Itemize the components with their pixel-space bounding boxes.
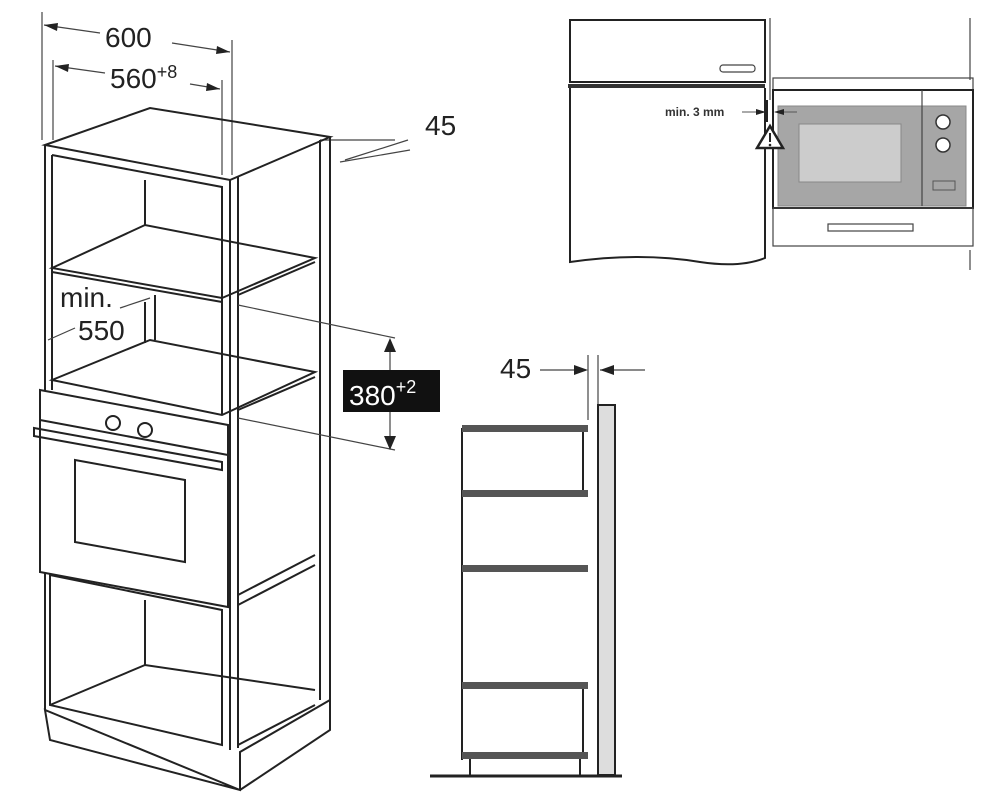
tall-cabinet: 600 560+8 45 min. 550 [33, 12, 456, 792]
depth-offset-label: 45 [425, 110, 456, 141]
niche-height-label: 380+2 [349, 377, 416, 411]
side-offset-label: 45 [500, 353, 531, 384]
oven [39, 388, 229, 609]
niche-height-badge [343, 370, 440, 412]
microwave-window [798, 123, 902, 183]
oven-knob [137, 422, 153, 438]
wall-unit-microwave-view: min. 3 mm [568, 18, 974, 270]
min-gap-label: min. 3 mm [665, 105, 724, 119]
niche-width-label: 560+8 [110, 62, 177, 94]
side-panel [597, 404, 616, 776]
min-label: min. [60, 282, 113, 313]
oven-knob [105, 415, 121, 431]
warning-triangle-icon [754, 123, 786, 150]
oven-window [74, 458, 186, 564]
width-label: 600 [105, 22, 152, 53]
side-view-cabinet: 45 [430, 353, 645, 778]
min-depth-label: 550 [78, 315, 125, 346]
